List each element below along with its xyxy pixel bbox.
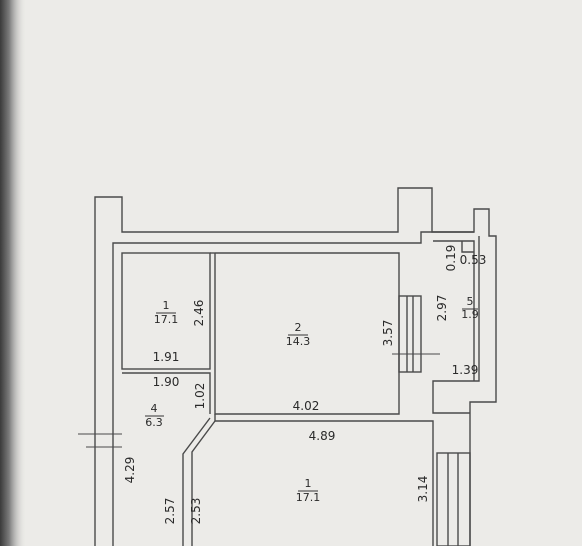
dim-3-57: 3.57 [381, 320, 395, 347]
window-partition [398, 295, 422, 373]
dim-1-90: 1.90 [153, 375, 180, 389]
outer-wall-inner [112, 231, 474, 546]
dim-0-53: 0.53 [460, 253, 487, 267]
room-2-area: 14.3 [286, 335, 311, 348]
vent-shaft [461, 241, 474, 253]
room-4-number: 4 [151, 402, 158, 415]
room-4-area: 6.3 [145, 416, 163, 429]
dim-2-46: 2.46 [192, 300, 206, 327]
dim-4-02: 4.02 [293, 399, 320, 413]
room-3-outline [121, 252, 211, 370]
diagonal-wall [182, 417, 211, 546]
room-5-number: 5 [467, 295, 474, 308]
dim-4-89: 4.89 [309, 429, 336, 443]
room-3-area: 17.1 [154, 313, 179, 326]
dim-4-29: 4.29 [123, 457, 137, 484]
room-5-outline [433, 240, 475, 381]
right-wall-inner [432, 236, 480, 414]
dim-1-39: 1.39 [452, 363, 479, 377]
dim-2-97: 2.97 [435, 295, 449, 322]
dimension-labels: 2.46 1.91 1.90 1.02 4.02 4.89 3.57 2.97 … [123, 245, 486, 525]
room-1-area: 17.1 [296, 491, 321, 504]
room-2-number: 2 [295, 321, 302, 334]
room-2-outline [214, 252, 400, 415]
room-3-number: 1 [163, 299, 170, 312]
dim-0-19: 0.19 [444, 245, 458, 272]
window-room-1 [436, 452, 471, 546]
room-4-outline [122, 372, 211, 414]
room-5-area: 1.9 [461, 308, 479, 321]
room-labels: 1 17.1 2 14.3 4 6.3 1 17.1 5 1.9 [145, 295, 479, 504]
dim-1-91: 1.91 [153, 350, 180, 364]
walls [78, 187, 497, 546]
room-1-outline [214, 414, 434, 546]
dim-2-57: 2.57 [163, 498, 177, 525]
diagonal-wall-inner [191, 420, 216, 546]
room-1-number: 1 [305, 477, 312, 490]
dim-3-14: 3.14 [416, 476, 430, 503]
paper-edge-shadow [0, 0, 26, 546]
dim-1-02: 1.02 [193, 383, 207, 410]
dim-2-53: 2.53 [189, 498, 203, 525]
label-underlines [145, 308, 478, 492]
